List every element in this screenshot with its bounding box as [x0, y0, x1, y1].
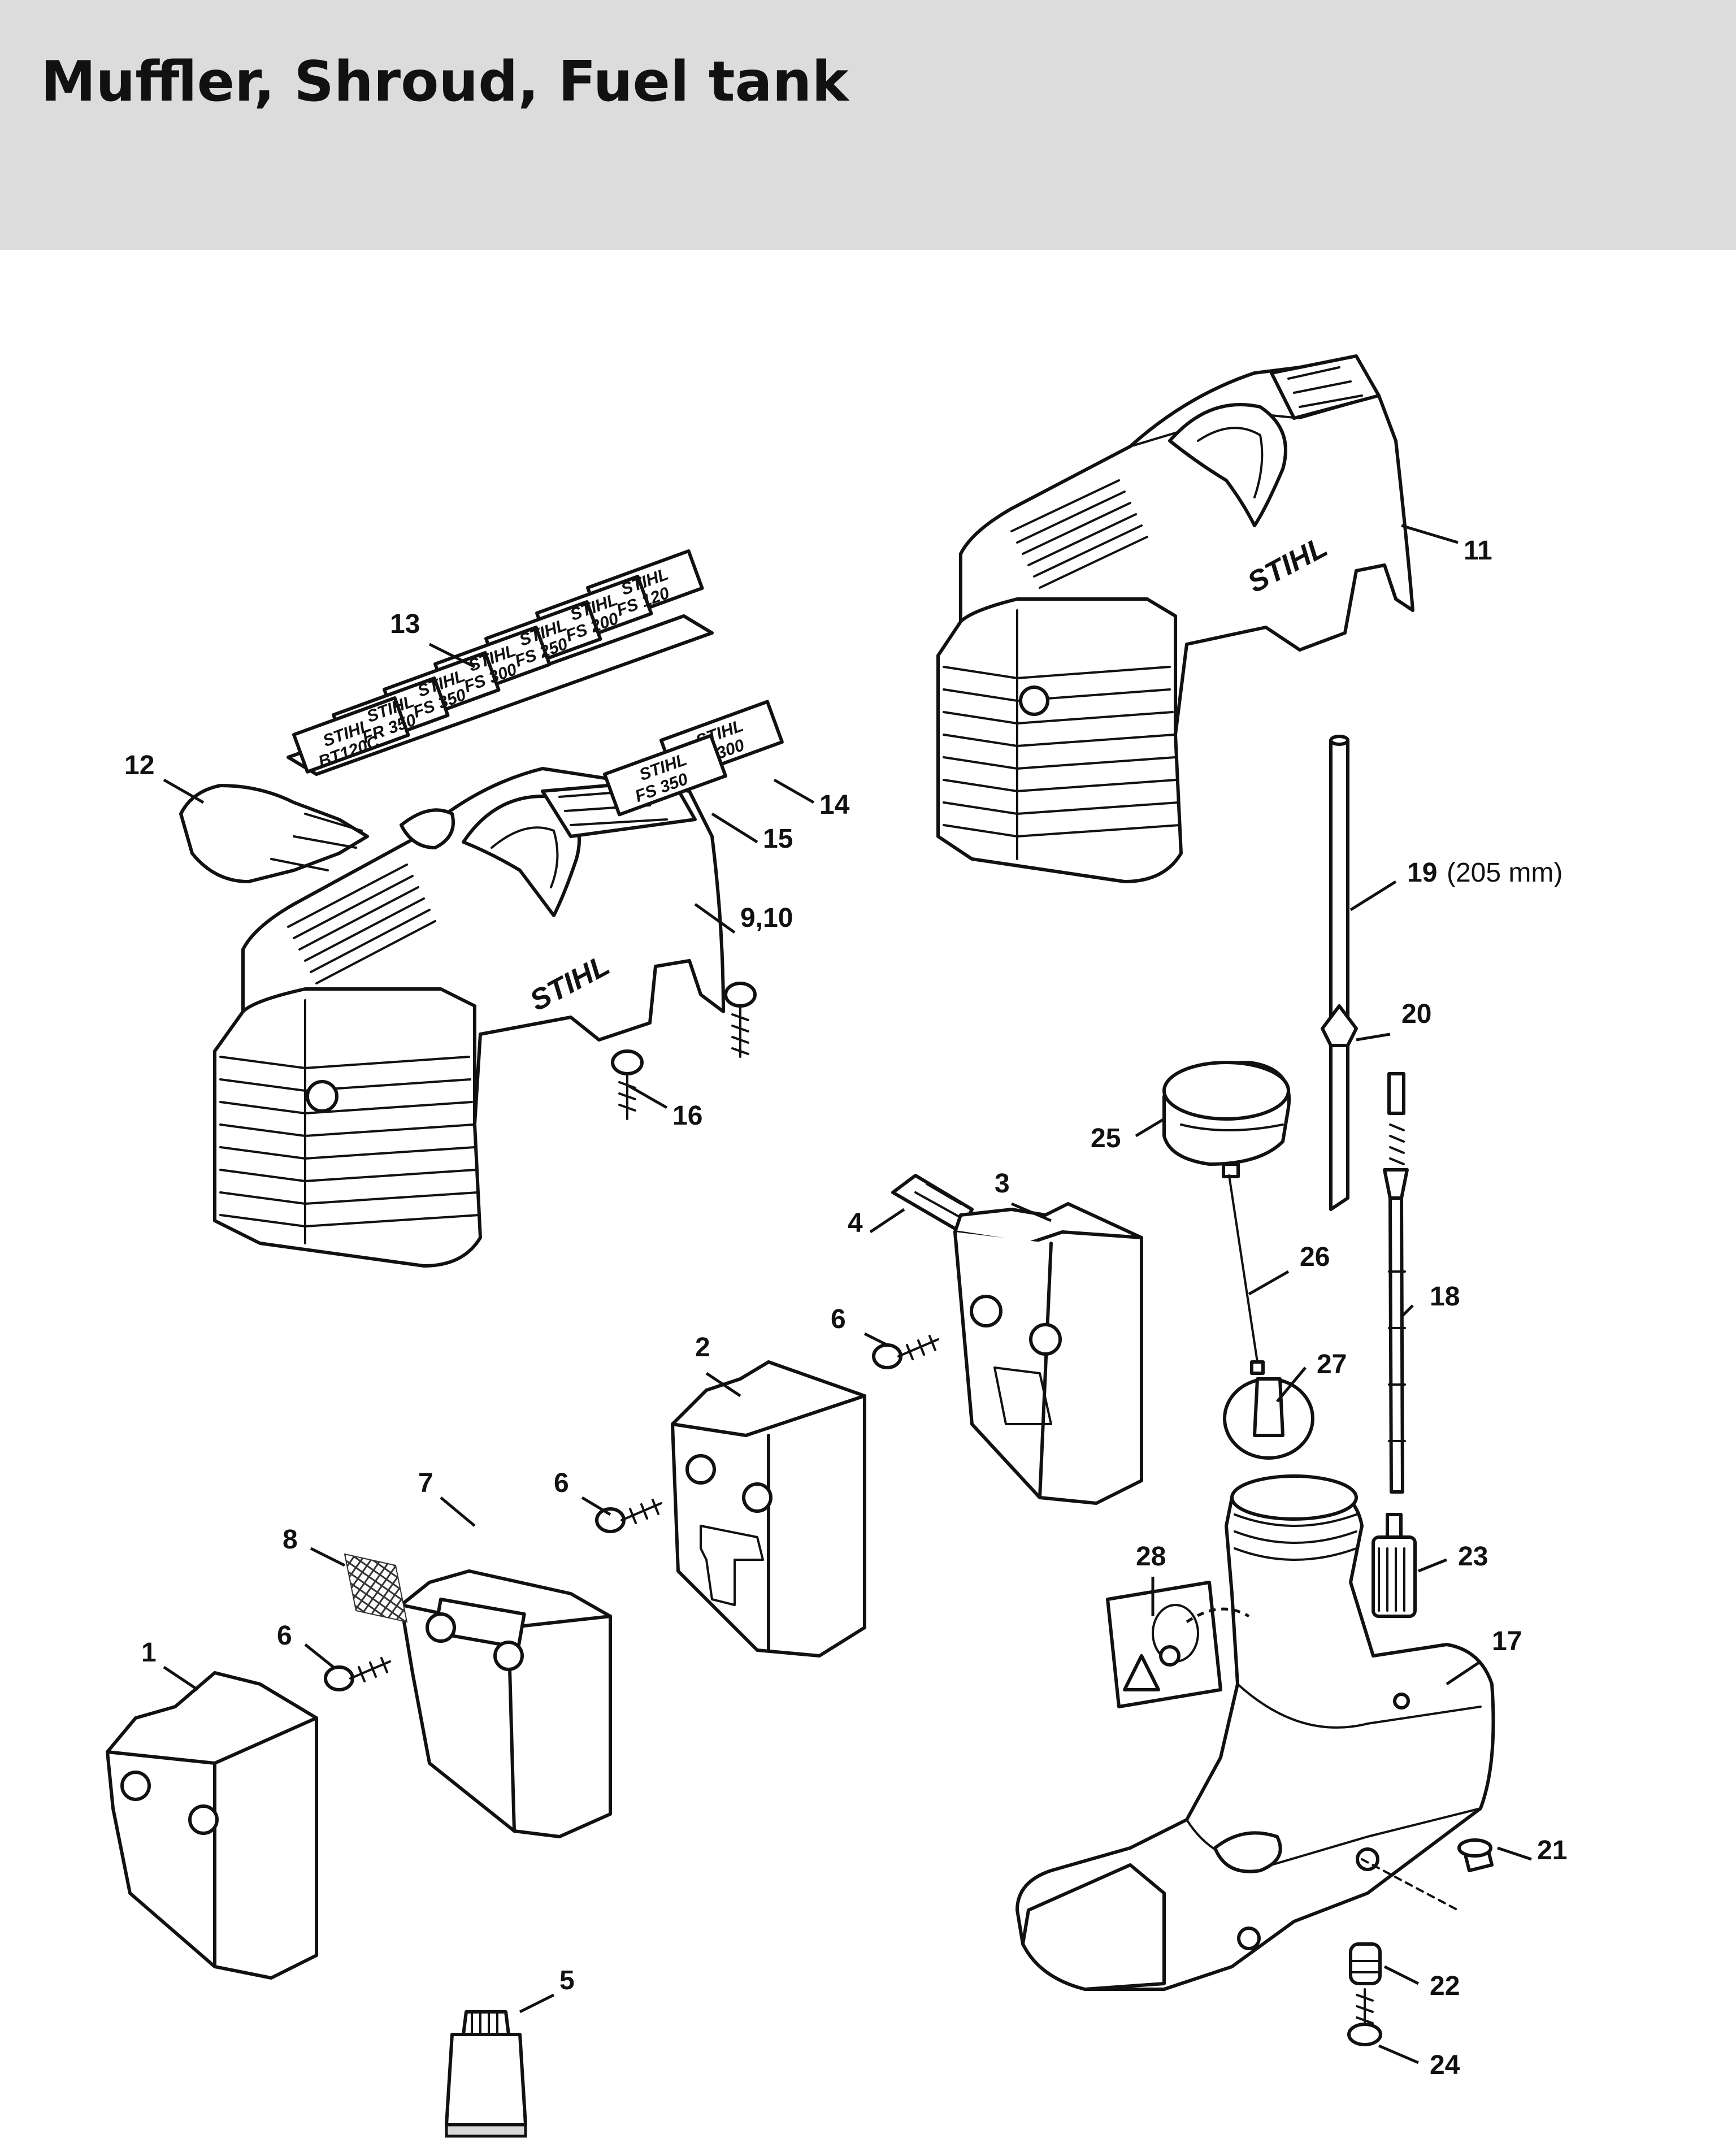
callout-4: 4 [848, 1208, 863, 1238]
part-24-screw [1347, 1988, 1382, 2046]
shroud-lower-grille [219, 999, 480, 1244]
part-1-muffler-body [106, 1671, 318, 1980]
callout-28: 28 [1136, 1542, 1166, 1572]
shroud-upper-vents [1010, 479, 1148, 589]
callout-18: 18 [1430, 1282, 1460, 1312]
callout-21: 21 [1537, 1836, 1567, 1865]
callout-labels: 11 13 12 14 15 9,10 16 19 (205 mm) 20 25… [124, 536, 1567, 2080]
callout-1: 1 [141, 1638, 157, 1668]
part-28-warning-label [1106, 1581, 1250, 1708]
callout-6c: 6 [277, 1621, 292, 1651]
callout-14: 14 [819, 790, 850, 820]
shroud-lower: STIHL [213, 767, 725, 1268]
part-18-fuel-hose [1383, 1072, 1409, 1494]
part-22-bushing [1349, 1942, 1382, 1985]
leader-lines [163, 524, 1532, 2064]
part-8-screen [344, 1553, 408, 1623]
callout-3: 3 [995, 1169, 1010, 1199]
part-12-clip [179, 784, 369, 883]
header-band [0, 0, 1736, 250]
callout-24: 24 [1430, 2050, 1460, 2080]
part-21-plug [1457, 1838, 1494, 1872]
callout-9-10: 9,10 [740, 903, 793, 933]
callout-8: 8 [283, 1525, 298, 1555]
callout-2: 2 [695, 1333, 710, 1363]
part-27-seal [1223, 1377, 1314, 1460]
part-16-screws [611, 982, 757, 1120]
page-title: Muffler, Shroud, Fuel tank [41, 50, 849, 114]
callout-22: 22 [1430, 1971, 1460, 2001]
callout-20: 20 [1401, 999, 1431, 1029]
callout-13: 13 [390, 609, 420, 639]
part-4-nipple [891, 1174, 974, 1234]
part-20-grommet [1321, 1004, 1358, 1047]
callout-25: 25 [1091, 1123, 1121, 1153]
shroud-lower-vents [287, 864, 436, 984]
part-6-screws [324, 1335, 939, 1691]
part-19-tube [1329, 735, 1349, 1211]
part-17-fuel-tank [1015, 1474, 1495, 1991]
callout-16: 16 [672, 1101, 702, 1131]
part-5-paste-tube [445, 2010, 527, 2138]
part-25-fuel-cap [1162, 1061, 1291, 1178]
part-2-muffler-half [671, 1360, 866, 1658]
part-23-fuel-filter [1372, 1513, 1417, 1618]
callout-6b: 6 [554, 1468, 569, 1498]
shroud-upper: STIHL [936, 354, 1414, 883]
part-7-muffler-cover [400, 1569, 612, 1838]
callout-17: 17 [1492, 1626, 1522, 1656]
callout-19: 19 [1407, 858, 1437, 888]
callout-15: 15 [763, 824, 793, 854]
callout-12: 12 [124, 750, 154, 780]
callout-11: 11 [1464, 536, 1492, 566]
shroud-upper-grille [943, 609, 1181, 860]
callout-26: 26 [1300, 1242, 1330, 1272]
part-13-decal-sheet: STIHL FS 120 STIHL FS 200 STIHL FS 250 S… [287, 549, 714, 776]
callout-5: 5 [559, 1966, 575, 1995]
callout-7: 7 [418, 1468, 433, 1498]
callout-19-note: (205 mm) [1447, 858, 1563, 888]
part-26-tether [1228, 1174, 1265, 1375]
callout-6a: 6 [831, 1304, 846, 1334]
part-3-muffler-shell [953, 1202, 1143, 1505]
part-15-decal: STIHL FS 350 [603, 734, 727, 817]
callout-27: 27 [1317, 1350, 1347, 1379]
callout-23: 23 [1458, 1542, 1488, 1572]
